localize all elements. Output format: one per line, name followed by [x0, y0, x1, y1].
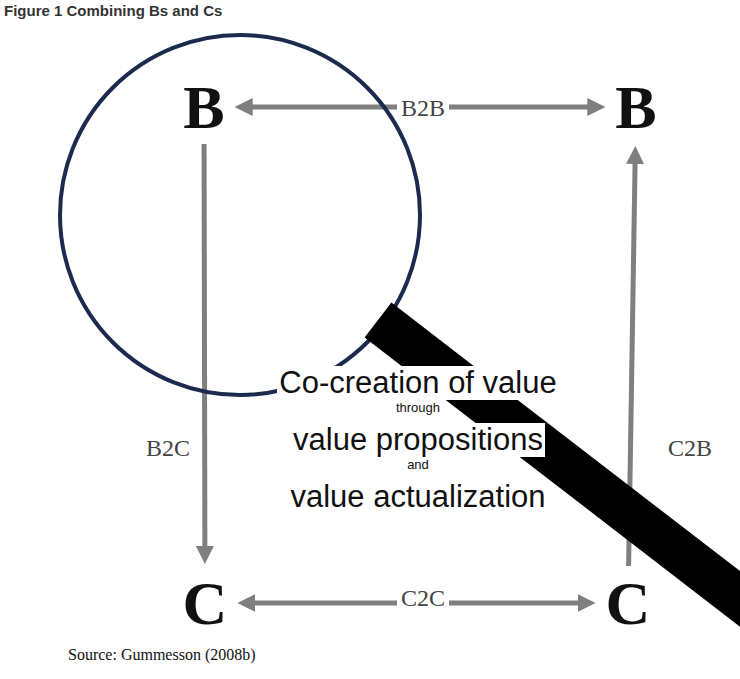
arrow-connector [202, 144, 208, 558]
letter-node: B [181, 76, 226, 138]
letter-node: C [181, 572, 230, 634]
figure-title: Figure 1 Combining Bs and Cs [4, 2, 222, 20]
center-text: and [405, 458, 431, 472]
magnifier-lens [60, 35, 420, 395]
node-letter: B [181, 76, 226, 138]
source-caption: Source: Gummesson (2008b) [68, 645, 256, 664]
relation-label: C2B [664, 435, 716, 461]
node-letter: B [613, 76, 658, 138]
letter-node: B [613, 76, 658, 138]
center-text: through [394, 401, 442, 415]
center-text: value actualization [288, 480, 547, 514]
node-letter: C [181, 572, 230, 634]
letter-node: C [604, 572, 653, 634]
relation-label: C2C [397, 585, 449, 611]
relation-label: B2C [142, 435, 194, 461]
node-letter: C [604, 572, 653, 634]
center-text: Co-creation of value [277, 366, 558, 400]
center-text: value propositions [291, 423, 545, 457]
relation-label: B2B [397, 95, 449, 121]
